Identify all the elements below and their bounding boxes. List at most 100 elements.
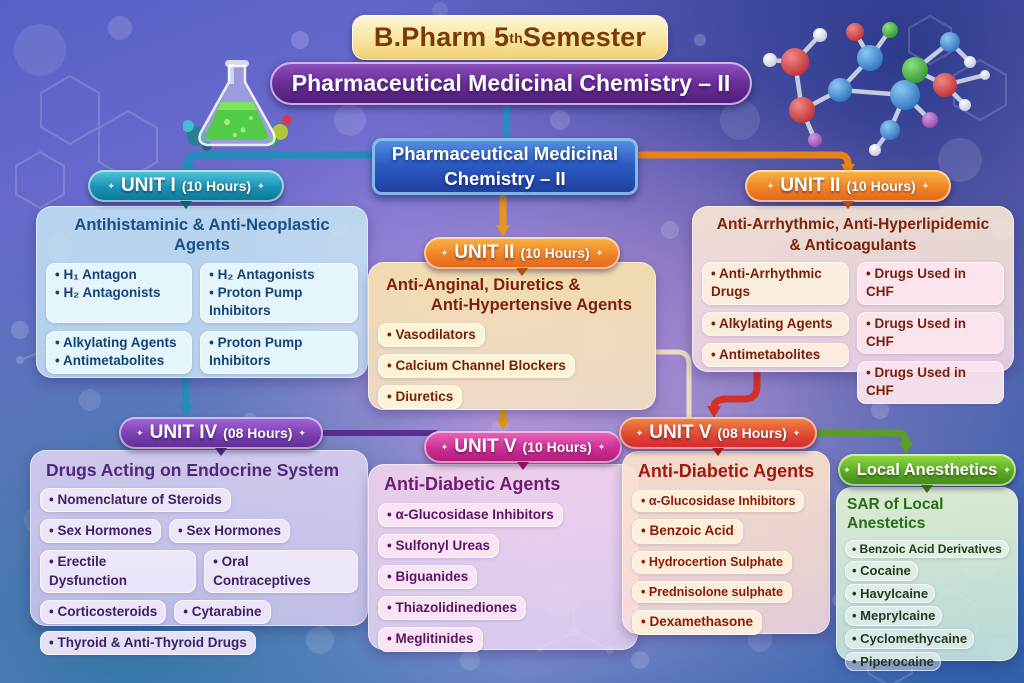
unit1-hours: (10 Hours): [181, 178, 252, 194]
list-item: H₁ Antagon: [55, 266, 183, 284]
list-item-box: Antimetabolites: [702, 342, 849, 368]
list-item-box: Hydrocertion Sulphate: [632, 550, 792, 574]
list-item-box: Sulfonyl Ureas: [378, 533, 500, 559]
semester-title: B.Pharm 5: [373, 22, 510, 52]
unit5-right-heading: Anti-Diabetic Agents: [637, 461, 815, 481]
unit1-group-c: Alkylating Agents Antimetabolites: [46, 331, 193, 374]
unit4-hours: (08 Hours): [223, 425, 293, 441]
list-item: Antimetabolites: [711, 346, 840, 364]
list-item-box: Cytarabine: [174, 599, 271, 625]
list-item: Drugs Used in CHF: [866, 364, 995, 400]
list-item: Sulfonyl Ureas: [387, 537, 490, 555]
sparkle-icon: ✦: [792, 427, 801, 438]
list-item: Cyclomethycaine: [852, 630, 967, 648]
list-item-box: Drugs Used in CHF: [857, 361, 1004, 404]
list-item-box: Benzoic Acid Derivatives: [845, 540, 1009, 559]
list-item-box: Thyroid & Anti-Thyroid Drugs: [40, 631, 256, 656]
unit1-pill: ✦ UNIT I (10 Hours) ✦: [88, 170, 284, 202]
root-node: Pharmaceutical Medicinal Chemistry – II: [372, 138, 638, 195]
list-item: Vasodilators: [387, 326, 475, 344]
flask-icon: [183, 60, 292, 151]
sparkle-icon: ✦: [298, 427, 306, 438]
list-item: Dexamethasone: [641, 613, 753, 631]
unit2-center-label: UNIT II: [454, 242, 515, 263]
list-item-box: Alkylating Agents: [702, 311, 849, 336]
local-anesthetics-heading: SAR of Local Anestetics: [847, 496, 944, 532]
unit2-center-pill: ✦ UNIT II (10 Hours) ✦: [424, 237, 620, 269]
list-item-box: Cyclomethycaine: [845, 629, 975, 649]
list-item: Meglitinides: [387, 630, 473, 648]
list-item-box: Thiazolidinediones: [378, 596, 526, 621]
list-item-box: Drugs Used in CHF: [857, 311, 1004, 355]
unit5-right-panel: Anti-Diabetic Agents α-Glucosidase Inhib…: [622, 451, 830, 635]
unit2-center-heading-line2: Anti-Hypertensive Agents: [430, 295, 632, 314]
local-anesthetics-panel: SAR of Local Anestetics Benzoic Acid Der…: [836, 487, 1018, 672]
list-item: Benzoic Acid: [641, 522, 733, 540]
unit1-label: UNIT I: [120, 175, 176, 196]
list-item: Benzoic Acid Derivatives: [852, 541, 1002, 557]
list-item: Thyroid & Anti-Thyroid Drugs: [49, 634, 246, 652]
list-item-box: Cocaine: [845, 561, 918, 581]
sparkle-icon: ✦: [440, 441, 449, 452]
list-item-box: α-Glucosidase Inhibitors: [632, 489, 805, 513]
unit2-right-label: UNIT II: [780, 175, 841, 196]
unit5-right-hours: (08 Hours): [717, 425, 787, 441]
list-item: Piperocaine: [852, 653, 934, 671]
unit5-center-heading: Anti-Diabetic Agents: [384, 474, 561, 494]
list-item-box: Calcium Channel Blockers: [378, 353, 575, 379]
list-item-box: Drugs Used in CHF: [857, 262, 1004, 305]
sparkle-icon: ✦: [595, 247, 604, 258]
list-item: Calcium Channel Blockers: [387, 357, 565, 375]
list-item-box: Benzoic Acid: [632, 519, 743, 544]
unit1-group-d: Proton Pump Inhibitors: [200, 331, 358, 374]
local-anesthetics-label: Local Anesthetics: [856, 460, 998, 479]
unit5-center-pill: ✦ UNIT V (10 Hours) ✦: [424, 431, 622, 463]
root-line2: Chemistry – II: [444, 167, 566, 189]
list-item: Alkylating Agents: [711, 315, 840, 333]
list-item-box: Sex Hormones: [169, 519, 291, 544]
list-item: Anti-Arrhythmic Drugs: [711, 265, 840, 301]
sparkle-icon: ✦: [597, 441, 606, 452]
sparkle-icon: ✦: [257, 180, 265, 191]
list-item: Alkylating Agents: [55, 334, 183, 352]
list-item-box: Sex Hormones: [40, 519, 162, 544]
list-item-box: Biguanides: [378, 565, 478, 590]
list-item: Antimetabolites: [55, 352, 183, 370]
sparkle-icon: ✦: [1003, 464, 1011, 475]
list-item: Cytarabine: [183, 603, 262, 621]
list-item-box: Meglitinides: [378, 627, 483, 652]
unit5-center-label: UNIT V: [454, 436, 517, 457]
unit4-panel: Drugs Acting on Endocrine System Nomencl…: [30, 450, 368, 656]
semester-title-suffix: Semester: [522, 22, 647, 52]
unit1-heading: Antihistaminic & Anti-Neoplastic Agents: [74, 216, 330, 254]
list-item-box: Vasodilators: [378, 322, 485, 347]
list-item: Proton Pump Inhibitors: [209, 334, 349, 370]
list-item: H₂ Antagonists: [209, 266, 349, 284]
unit1-group-b: H₂ Antagonists Proton Pump Inhibitors: [200, 262, 358, 324]
sparkle-icon: ✦: [766, 180, 775, 191]
unit1-panel: Antihistaminic & Anti-Neoplastic Agents …: [36, 206, 368, 378]
list-item-box: Dexamethasone: [632, 610, 763, 635]
sparkle-icon: ✦: [107, 180, 115, 191]
sparkle-icon: ✦: [843, 464, 851, 475]
unit5-right-pill: ✦ UNIT V (08 Hours) ✦: [619, 417, 817, 449]
unit2-center-panel: Anti-Anginal, Diuretics & Anti-Hypertens…: [368, 262, 656, 410]
list-item-box: Nomenclature of Steroids: [40, 488, 231, 513]
root-line1: Pharmaceutical Medicinal: [391, 143, 619, 165]
list-item-box: Corticosteroids: [40, 599, 167, 625]
list-item: Meprylcaine: [852, 607, 935, 625]
molecule-icon: [763, 22, 990, 156]
unit4-heading: Drugs Acting on Endocrine System: [46, 460, 340, 480]
list-item-box: Diuretics: [378, 385, 463, 410]
list-item-box: Prednisolone sulphate: [632, 580, 792, 604]
list-item-box: Meprylcaine: [845, 606, 943, 627]
list-item: Prednisolone sulphate: [641, 584, 783, 601]
semester-superscript: th: [509, 29, 523, 46]
list-item: α-Glucosidase Inhibitors: [641, 493, 796, 510]
sparkle-icon: ✦: [921, 180, 930, 191]
list-item: Corticosteroids: [49, 603, 157, 621]
sparkle-icon: ✦: [136, 427, 144, 438]
unit2-right-pill: ✦ UNIT II (10 Hours) ✦: [745, 170, 951, 202]
